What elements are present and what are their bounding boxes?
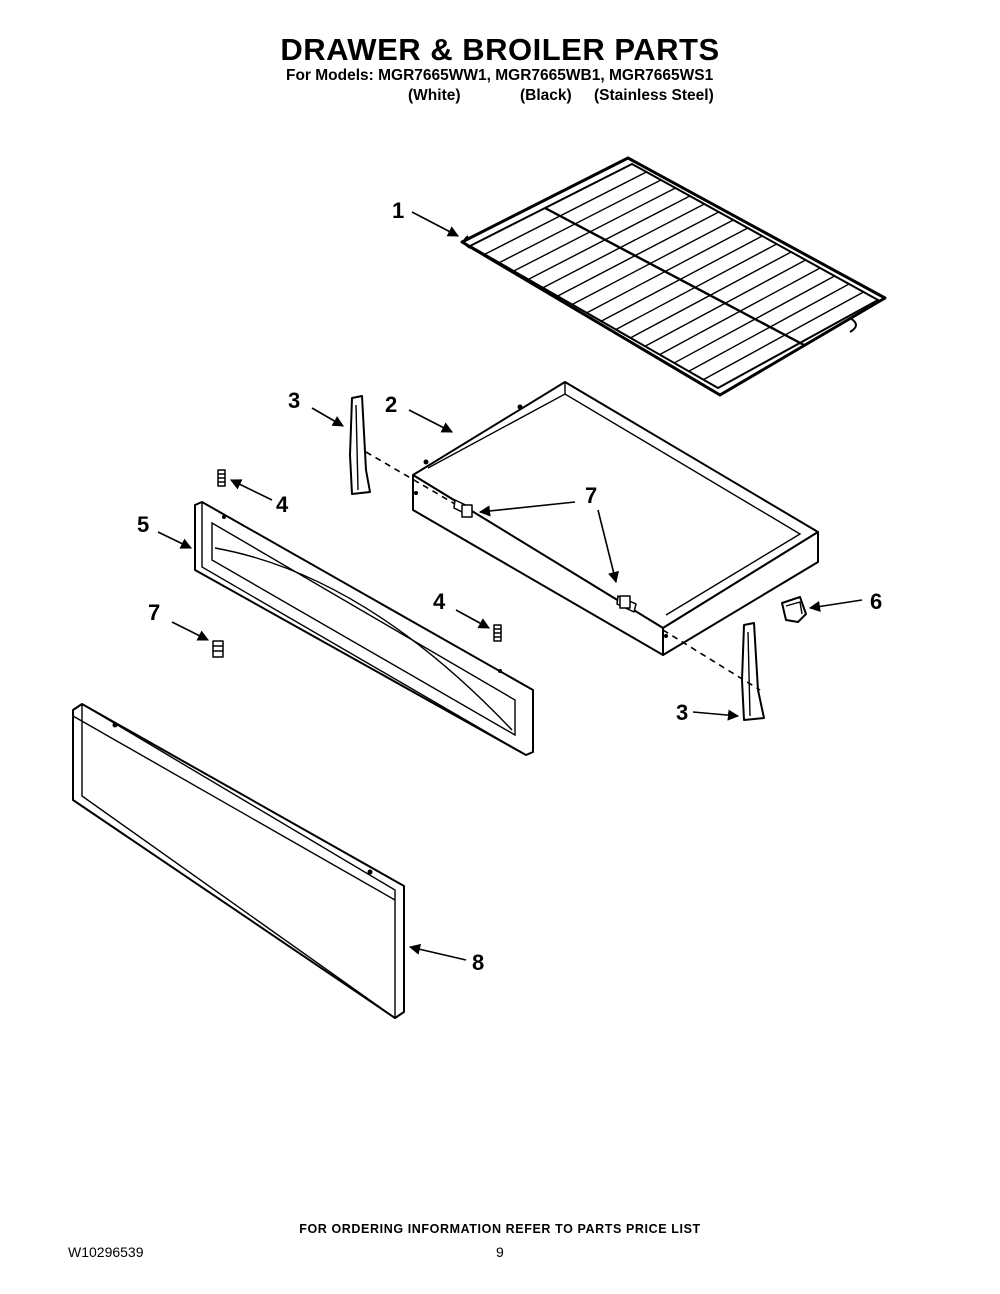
callout-4-left: 4 <box>276 492 289 517</box>
screw-drawer-left <box>453 499 473 518</box>
rack-wire <box>498 179 662 264</box>
rack-wire <box>600 235 763 322</box>
outer-drawer-panel <box>72 703 405 1019</box>
pin-right <box>493 624 502 642</box>
callout-3-rear: 3 <box>288 388 300 413</box>
models-line: For Models: MGR7665WW1, MGR7665WB1, MGR7… <box>286 67 714 84</box>
color-black-label: (Black) <box>520 87 572 104</box>
oven-rack <box>460 156 887 397</box>
drawer-front-panel <box>194 501 534 756</box>
rack-wire <box>557 211 720 297</box>
slide-bracket-front <box>741 622 765 721</box>
callout-7-panel: 7 <box>148 600 160 625</box>
ordering-note: FOR ORDERING INFORMATION REFER TO PARTS … <box>299 1222 701 1236</box>
pin-left <box>217 469 226 487</box>
page-title: DRAWER & BROILER PARTS <box>280 32 720 67</box>
screw-drawer-right <box>616 595 637 613</box>
document-number: W10296539 <box>68 1244 144 1260</box>
callout-6: 6 <box>870 589 882 614</box>
callout-1: 1 <box>392 198 404 223</box>
callout-4-right: 4 <box>433 589 446 614</box>
callout-5: 5 <box>137 512 149 537</box>
callout-2: 2 <box>385 392 397 417</box>
callout-7-drawer: 7 <box>585 483 597 508</box>
rack-wire <box>484 171 647 255</box>
callout-3-front: 3 <box>676 700 688 725</box>
color-stainless-label: (Stainless Steel) <box>594 87 714 104</box>
rack-wire <box>571 219 734 306</box>
broiler-drawer <box>412 381 819 656</box>
rack-wire <box>586 227 749 314</box>
slide-bracket-rear <box>349 395 371 495</box>
rack-wire <box>513 187 676 272</box>
page-number: 9 <box>496 1244 504 1260</box>
callout-8: 8 <box>472 950 484 975</box>
rack-wire <box>542 203 705 289</box>
drawer-clip <box>781 596 807 623</box>
rack-wire <box>528 195 691 281</box>
rack-wire <box>703 291 864 381</box>
screw-panel <box>212 640 224 658</box>
color-white-label: (White) <box>408 87 461 104</box>
